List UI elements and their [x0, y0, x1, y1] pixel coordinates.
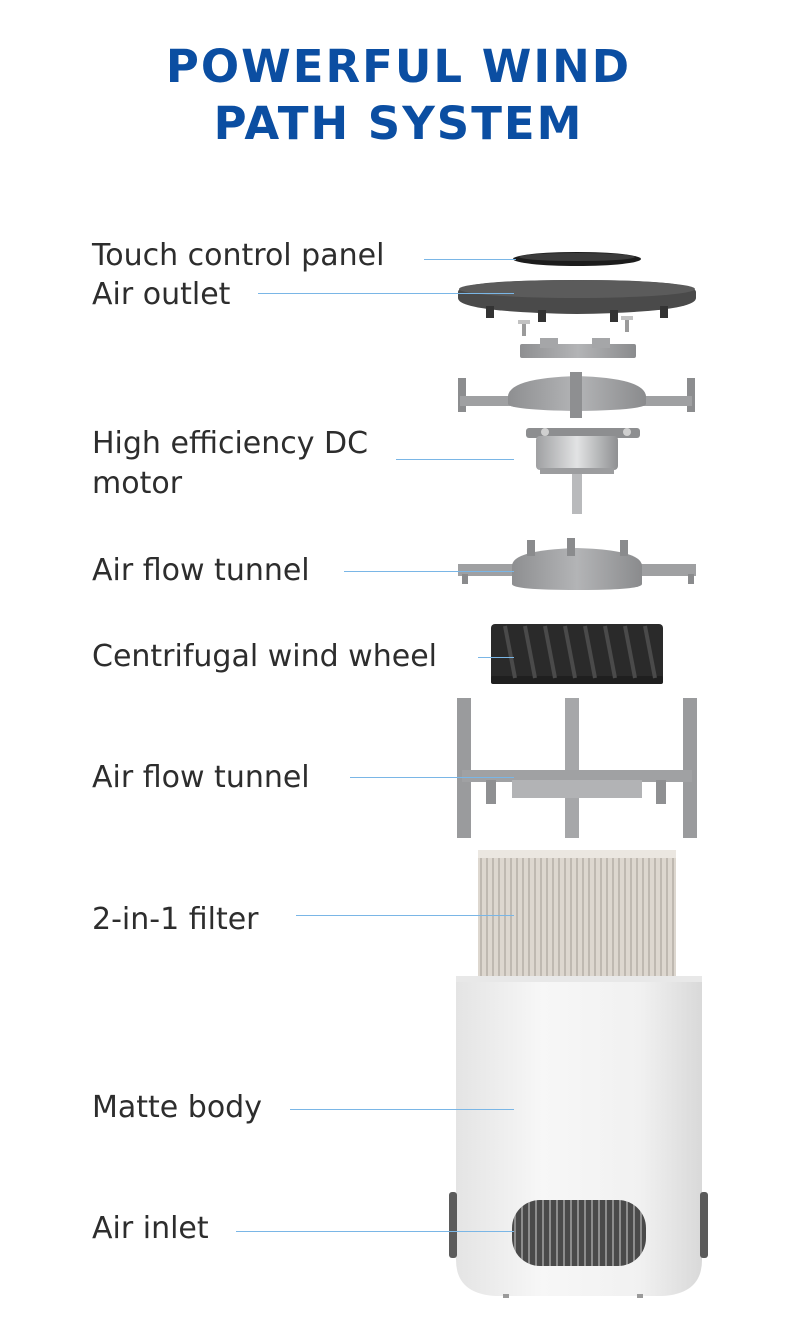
title-line-1: POWERFUL WIND — [165, 40, 632, 93]
label-air-flow-tunnel-upper: Air flow tunnel — [92, 553, 310, 588]
leader-line-wind-wheel — [478, 657, 514, 658]
filter-part — [478, 850, 676, 980]
leader-line-filter — [296, 915, 514, 916]
bracket-part — [520, 338, 636, 358]
label-touch-control-panel: Touch control panel — [92, 238, 385, 273]
label-centrifugal-wind-wheel: Centrifugal wind wheel — [92, 639, 437, 674]
label-air-flow-tunnel-lower: Air flow tunnel — [92, 760, 310, 795]
title-line-2: PATH SYSTEM — [213, 97, 584, 150]
page-title: POWERFUL WIND PATH SYSTEM — [0, 38, 797, 152]
air-outlet-part — [458, 280, 696, 322]
touch-control-panel-part — [513, 252, 641, 266]
label-dc-motor-line-2: motor — [92, 466, 183, 501]
leader-line-air-flow-tunnel-lower — [350, 777, 514, 778]
centrifugal-wind-wheel-part — [491, 624, 663, 684]
screw-parts — [518, 316, 633, 336]
leader-line-air-inlet — [236, 1231, 514, 1232]
leader-line-dc-motor — [396, 459, 514, 460]
label-matte-body: Matte body — [92, 1090, 262, 1125]
leader-line-air-outlet — [258, 293, 514, 294]
leader-line-air-flow-tunnel-upper — [344, 571, 514, 572]
dc-motor-part — [526, 428, 640, 514]
label-air-outlet: Air outlet — [92, 277, 231, 312]
matte-body-part — [449, 976, 708, 1298]
label-air-inlet: Air inlet — [92, 1211, 209, 1246]
motor-bracket-part — [458, 372, 695, 418]
leader-line-touch-panel — [424, 259, 516, 260]
label-filter: 2-in-1 filter — [92, 902, 259, 937]
leader-line-matte-body — [290, 1109, 514, 1110]
upper-air-flow-tunnel-part — [458, 538, 696, 590]
label-dc-motor-line-1: High efficiency DC — [92, 426, 369, 461]
lower-air-flow-tunnel-part — [457, 698, 697, 838]
